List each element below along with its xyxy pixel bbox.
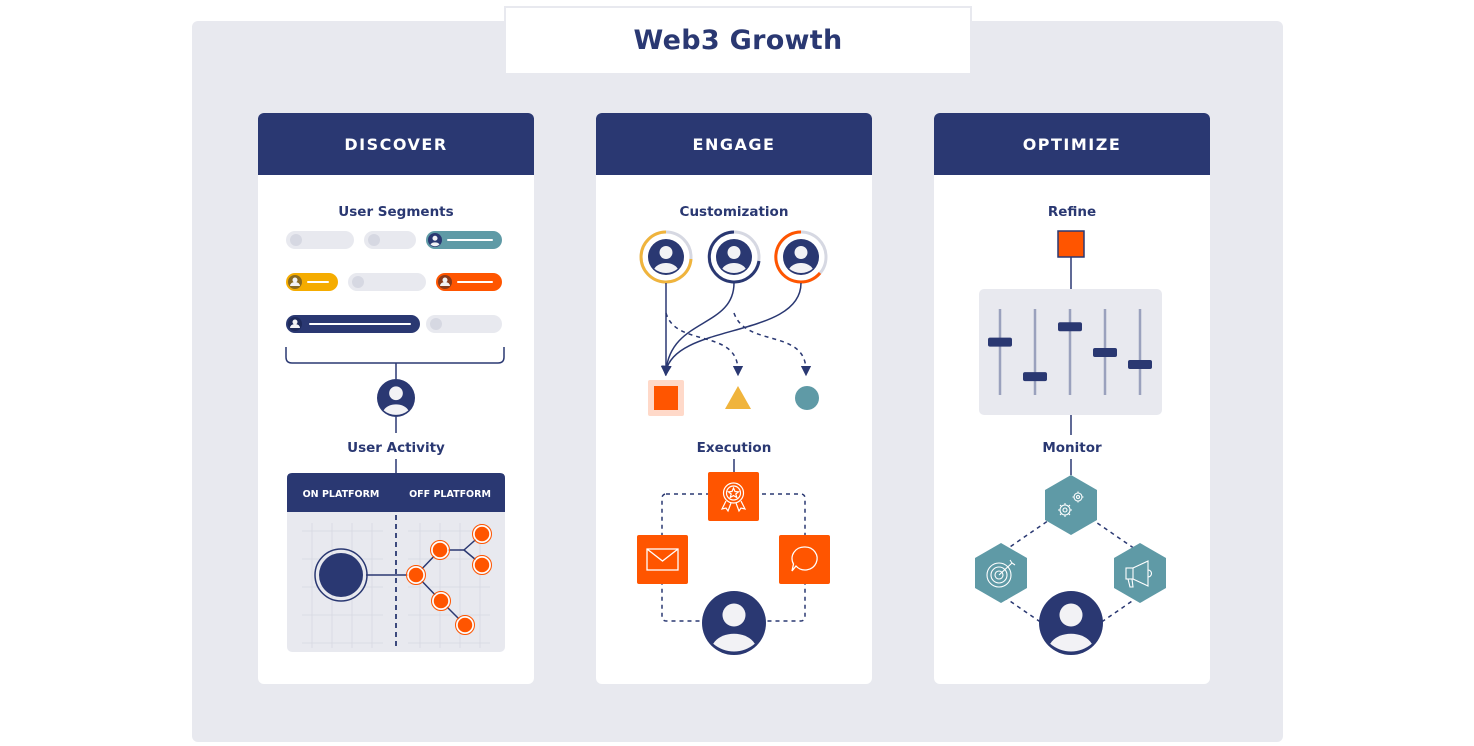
circle-shape [795, 386, 819, 410]
user-icon [702, 591, 766, 655]
section-label: Customization [680, 204, 789, 220]
megaphone-icon [1125, 560, 1153, 588]
segment-pill [364, 231, 416, 249]
segment-pill-active [286, 315, 420, 333]
slider-handle[interactable] [1093, 348, 1117, 357]
segment-pill [286, 231, 354, 249]
card-optimize: OPTIMIZE Refine Monitor [934, 113, 1210, 684]
user-icon [1039, 591, 1103, 655]
card-engage: ENGAGE Customization [596, 113, 872, 684]
award-tile [708, 472, 759, 521]
section-label: Refine [1048, 204, 1096, 220]
refine-square [1057, 230, 1085, 258]
segment-pill-active [286, 273, 338, 291]
gears-icon [1058, 491, 1084, 517]
customer-avatar [639, 230, 693, 284]
award-icon [720, 482, 747, 513]
chat-bubble-icon [791, 546, 818, 572]
square-shape [654, 386, 678, 410]
user-icon [716, 239, 752, 275]
engage-diagram: Customization Execution [637, 204, 830, 655]
optimize-diagram: Refine Monitor [975, 204, 1166, 655]
slider-handle[interactable] [1023, 372, 1047, 382]
megaphone-tile [1114, 543, 1166, 603]
triangle-shape [725, 386, 751, 409]
monitor-loop [1003, 504, 1139, 644]
segment-pill [426, 315, 502, 333]
page-title: Web3 Growth [633, 25, 843, 56]
user-icon [783, 239, 819, 275]
card-header: DISCOVER [258, 113, 534, 175]
chat-tile [779, 535, 830, 584]
bracket [285, 347, 505, 364]
card-heading: OPTIMIZE [1022, 134, 1122, 154]
section-label: User Segments [338, 204, 453, 220]
mail-tile [637, 535, 688, 584]
segment-pill [348, 273, 426, 291]
on-platform-label: ON PLATFORM [303, 489, 380, 500]
card-heading: DISCOVER [344, 134, 448, 154]
section-label: Execution [697, 440, 772, 456]
user-icon [377, 379, 415, 417]
card-header: ENGAGE [596, 113, 872, 175]
title-box: Web3 Growth [504, 6, 972, 75]
target-tile [975, 543, 1027, 603]
card-header: OPTIMIZE [934, 113, 1210, 175]
discover-diagram: User Segments User Activity ON PLATFORM … [285, 204, 505, 652]
section-label: Monitor [1042, 440, 1102, 456]
customer-avatar [707, 230, 761, 284]
slider-handle[interactable] [1128, 360, 1152, 370]
customer-avatar [774, 230, 828, 284]
user-icon [648, 239, 684, 275]
slider-handle[interactable] [1058, 322, 1082, 332]
card-discover: DISCOVER User Segments User Activity [258, 113, 534, 684]
gears-tile [1045, 475, 1097, 535]
off-platform-label: OFF PLATFORM [409, 489, 491, 500]
target-icon [986, 559, 1016, 588]
mail-icon [646, 548, 679, 571]
card-heading: ENGAGE [692, 134, 776, 154]
on-platform-node [319, 553, 363, 597]
user-icon [428, 233, 442, 247]
slider-handle[interactable] [988, 337, 1012, 347]
segment-pill-active [426, 231, 502, 249]
section-label: User Activity [347, 440, 445, 456]
segment-pill-active [436, 273, 502, 291]
